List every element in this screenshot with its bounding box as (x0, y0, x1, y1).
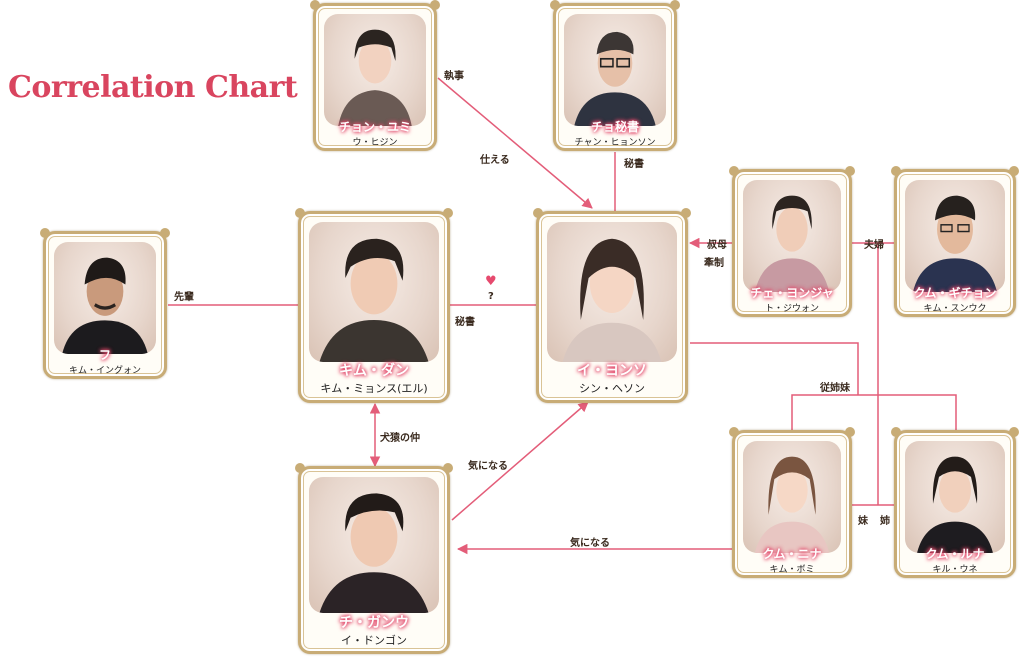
link-kangwoo-yeonseo (451, 401, 589, 521)
label-interested-left: 気になる (570, 538, 610, 549)
actor-name: キム・イングォン (68, 366, 141, 376)
link-cousin (690, 342, 859, 395)
label-secretary-mid: 秘書 (455, 317, 475, 328)
actor-name: チャン・ヒョンソン (574, 138, 656, 148)
portrait (743, 441, 841, 553)
portrait (324, 14, 426, 126)
card-gichun: クム・ギチョン キム・スンウク (891, 166, 1019, 317)
role-name: キム・ダン (339, 363, 409, 379)
label-older-sister: 姉 (880, 516, 890, 527)
portrait (547, 222, 677, 362)
role-name: チ・ガンウ (339, 615, 409, 631)
actor-name: キム・ボミ (769, 565, 815, 575)
card-cho: チョ秘書 チャン・ヒョンソン (550, 0, 680, 151)
card-luna: クム・ルナ キル・ウネ (891, 427, 1019, 578)
card-dan: キム・ダン キム・ミョンス(エル) (295, 208, 453, 403)
label-aunt: 叔母 (707, 240, 727, 251)
card-nina: クム・ニナ キム・ボミ (729, 427, 855, 578)
label-rivals: 犬猿の仲 (380, 433, 420, 444)
actor-name: キム・ミョンス(エル) (320, 382, 428, 395)
portrait (905, 180, 1005, 292)
portrait (743, 180, 841, 292)
label-secretary-top: 秘書 (624, 159, 644, 170)
card-yeonseo: イ・ヨンソ シン・ヘソン (533, 208, 691, 403)
card-fu: フ キム・イングォン (40, 228, 170, 379)
actor-name: シン・ヘソン (579, 382, 645, 395)
label-couple: 夫婦 (864, 240, 884, 251)
actor-name: イ・ドンゴン (341, 634, 407, 647)
role-name: イ・ヨンソ (577, 363, 647, 379)
actor-name: ウ・ヒジン (352, 138, 398, 148)
heart-icon: ♥ (485, 274, 497, 289)
portrait (905, 441, 1005, 553)
actor-name: キム・スンウク (923, 304, 987, 314)
label-interested-up: 気になる (468, 461, 508, 472)
card-kangwoo: チ・ガンウ イ・ドンゴン (295, 463, 453, 654)
label-senior: 先輩 (174, 292, 194, 303)
role-name: クム・ルナ (925, 547, 985, 561)
role-name: チョ秘書 (590, 120, 639, 134)
link-cousin-bar (791, 394, 957, 430)
label-butler: 執事 (444, 71, 464, 82)
role-name: クム・ニナ (762, 547, 822, 561)
label-cousin: 従姉妹 (820, 383, 850, 394)
portrait (564, 14, 666, 126)
label-question: ? (488, 291, 494, 302)
label-serve: 仕える (480, 155, 510, 166)
label-younger-sister: 妹 (858, 516, 868, 527)
role-name: チェ・ヨンジャ (750, 286, 834, 300)
link-yumi-yeonseo (437, 77, 593, 209)
actor-name: ト・ジウォン (764, 304, 819, 314)
portrait (54, 242, 156, 354)
card-yumi: チョン・ユミ ウ・ヒジン (310, 0, 440, 151)
actor-name: キル・ウネ (932, 565, 978, 575)
label-check: 牽制 (704, 258, 724, 269)
role-name: チョン・ユミ (338, 120, 411, 134)
card-younja: チェ・ヨンジャ ト・ジウォン (729, 166, 855, 317)
portrait (309, 477, 439, 613)
portrait (309, 222, 439, 362)
role-name: クム・ギチョン (913, 286, 997, 300)
role-name: フ (98, 348, 111, 362)
chart-title: Correlation Chart (8, 70, 298, 105)
